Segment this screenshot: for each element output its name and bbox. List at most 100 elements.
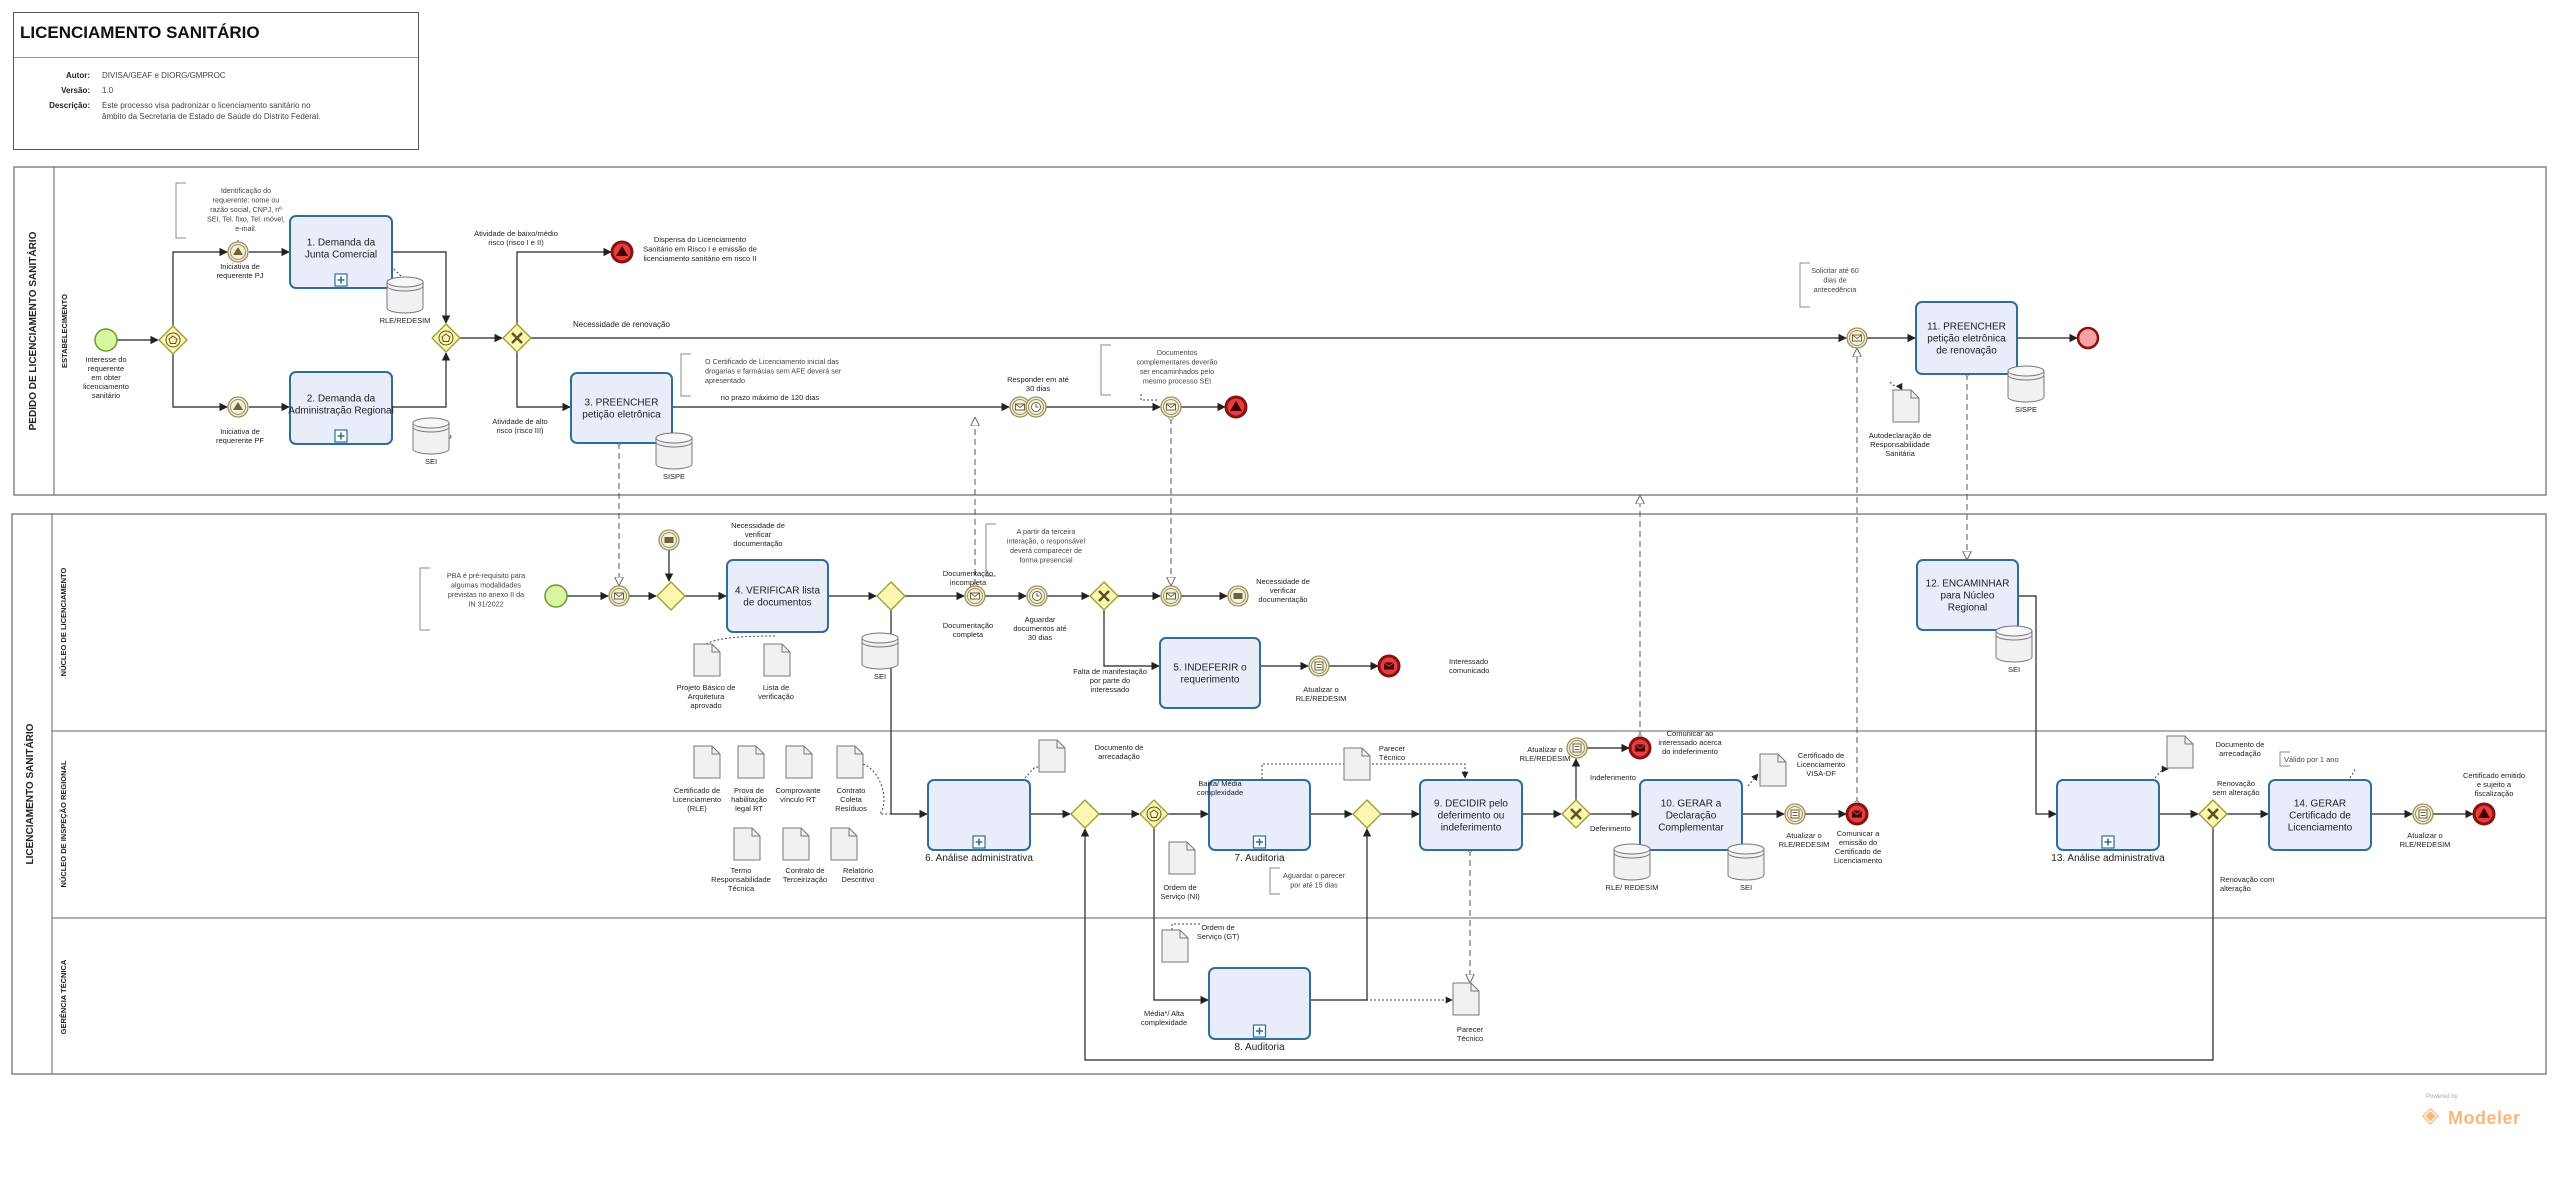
label-line: 7. Auditoria [1234,853,1284,864]
label-line: risco (risco I e II) [488,238,544,247]
bizagi-logo: Powered by ◈ Modeler [2422,1094,2532,1130]
task-13-analise-administrativa [2056,779,2160,851]
db-sispe-11-label: SISPE [2015,405,2037,414]
label-line: interação, o responsável [1007,537,1086,546]
label-line: Aguardar o parecer [1283,871,1346,880]
sequence-flow [1103,610,1160,671]
doc-relatorio [830,827,858,861]
label-line: por parte do [1090,676,1130,685]
label-line: indeferimento [1441,823,1502,834]
db-rle-redesim-label: RLE/REDESIM [380,316,431,325]
assoc-docs-6 [862,763,928,815]
label-line: Atualizar o [2407,831,2442,840]
annotation-bracket [985,523,996,577]
annotation-bracket [680,353,691,397]
label-line: Certificado de [674,786,720,795]
conditional-icon [1572,743,1582,753]
label-line: requerente PF [216,436,264,445]
label-line: apresentado [705,376,745,385]
label-line: razão social, CNPJ, nº [210,205,282,214]
start-interesse-icon [94,328,118,352]
doc-arrecadacao-13 [2166,735,2194,769]
label-line: Complementar [1658,823,1724,834]
label-line: Técnico [1379,753,1405,762]
label-line: Atualizar o [1786,831,1821,840]
description-row: Descrição: Este processo visa padronizar… [28,101,408,123]
doc-termo [733,827,761,861]
task-7-auditoria [1208,779,1311,851]
description-value: Este processo visa padronizar o licencia… [102,101,320,123]
description-line-2: âmbito da Secretaria de Estado de Saúde … [102,111,321,121]
assoc-os-gt [1171,923,1200,930]
label-line: 8. Auditoria [1234,1042,1284,1053]
document-fold-icon [854,746,863,755]
label-line: complexidade [1141,1018,1187,1027]
database-top-icon [861,632,899,644]
gateway-complexidade [1139,799,1169,829]
message-flap-icon [1166,403,1176,409]
description-line-1: Este processo visa padronizar o licencia… [102,101,311,110]
exclusive-x-icon [1570,808,1582,820]
task-11-peticao-renovacao-shape [1915,301,2018,375]
task-14-gerar-certificado [2268,779,2372,851]
conditional-icon [1790,809,1800,819]
label-line: O Certificado de Licenciamento inicial d… [705,357,839,366]
intermediate-inner-ring [1163,399,1179,415]
database-top-icon [1727,843,1765,855]
label-line: Serviço (NI) [1160,892,1200,901]
label-line: Licenciamento [673,795,721,804]
annotation-bracket [1799,262,1810,308]
label-line: SEI [1740,883,1752,892]
db-sispe-3 [655,438,693,470]
label-line: 5. INDEFERIR o [1173,663,1247,674]
task-3-preencher-peticao-shape [570,372,673,444]
label-line: SEI [874,672,886,681]
label-line: Lista de [763,683,789,692]
label-line: forma presencial [1019,556,1073,565]
label-line: Certificado emitido [2463,771,2525,780]
intermediate-inner-ring [1163,588,1179,604]
pentagon-icon [441,333,451,342]
sequence-flow [1153,828,1209,1005]
label-line: GERÊNCIA TÉCNICA [59,959,68,1034]
document-fold-icon [711,644,720,653]
event-gateway-ring-icon [438,330,454,346]
message-icon [1233,593,1243,599]
document-fold-icon [803,746,812,755]
sequence-flow [2018,595,2057,819]
intermediate-inner-ring [1569,740,1585,756]
label-line: Sanitário em Risco I e emissão de [643,245,757,254]
document-fold-icon [1361,748,1370,757]
label-line: Documento de [1095,743,1144,752]
label-line: Contrato de [785,866,824,875]
label-line: petição eletrônica [582,410,661,421]
label-line: requerimento [1181,675,1240,686]
label-line: Parecer [1379,744,1406,753]
message-flap-icon [1383,662,1395,668]
gateway-documentacao [876,581,906,611]
label-line: SISPE [2015,405,2037,414]
label-line: LICENCIAMENTO SANITÁRIO [23,723,36,864]
author-label: Autor: [66,71,90,80]
intermediate-inner-ring [1787,806,1803,822]
task-7-auditoria-label: 7. Auditoria [1234,853,1284,864]
